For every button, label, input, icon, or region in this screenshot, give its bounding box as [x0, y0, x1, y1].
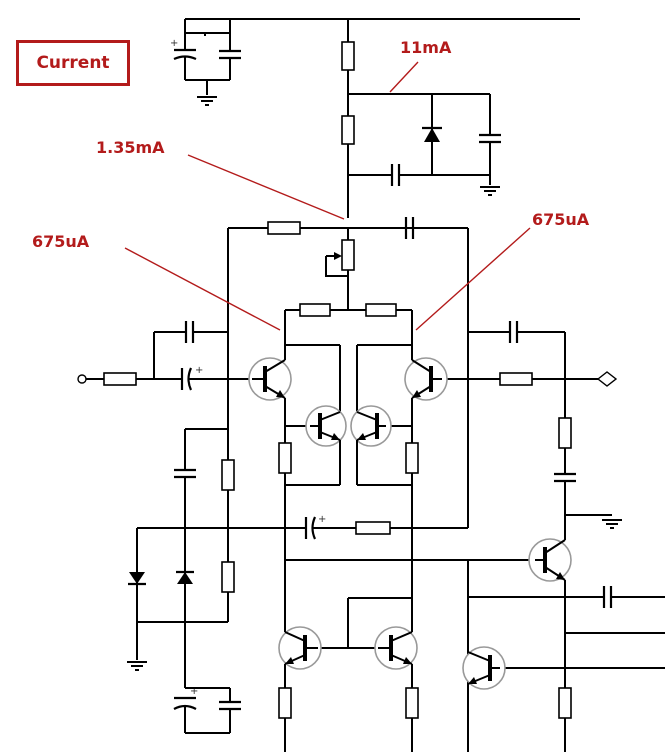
input-network: +	[77, 321, 252, 391]
ground-symbol	[196, 96, 218, 106]
driver-transistor	[528, 538, 572, 582]
supply-bypass-capacitors: +	[170, 33, 241, 106]
sink-resistor-left	[278, 687, 292, 719]
bias-resistor-1	[221, 459, 235, 491]
supply-resistor-2	[341, 115, 355, 145]
vbe-multiplier-transistor	[462, 646, 506, 690]
leader-supply-current	[389, 61, 419, 93]
emitter-resistor-left	[299, 303, 331, 317]
badge-label: Current	[36, 53, 110, 73]
mirror-transistor-right	[350, 405, 392, 447]
ground-symbol	[479, 186, 501, 196]
tail-current-label: 1.35mA	[96, 138, 165, 157]
collector-resistor-right	[405, 442, 419, 474]
supply-resistor-1	[341, 41, 355, 71]
bias-diode-2	[177, 572, 193, 584]
tail-trim-pot	[341, 239, 355, 271]
input-transistor-right	[404, 357, 448, 401]
current-badge: Current	[16, 40, 130, 86]
output-resistor	[499, 372, 533, 386]
current-sink-transistor-right	[374, 626, 418, 670]
supply-filter	[341, 41, 501, 196]
leader-left-pair-current	[124, 247, 281, 331]
right-pair-current-label: 675uA	[532, 210, 590, 229]
tail-network	[228, 217, 468, 360]
left-pair-current-label: 675uA	[32, 232, 90, 251]
current-sink-transistor-left	[278, 626, 322, 670]
feedback-network: +	[137, 514, 468, 540]
output-network	[442, 321, 623, 540]
input-terminal-icon	[77, 374, 87, 384]
svg-text:+: +	[318, 514, 326, 525]
mirror-transistor-left	[305, 405, 347, 447]
ground-symbol	[126, 661, 148, 671]
supply-current-label: 11mA	[400, 38, 452, 57]
feedback-resistor-top	[267, 221, 301, 235]
input-transistor-left	[248, 357, 292, 401]
svg-text:+: +	[170, 38, 178, 49]
driver-emitter-resistor	[558, 687, 572, 719]
zener-diode-symbol	[424, 128, 440, 142]
svg-text:+: +	[190, 686, 198, 697]
feedback-resistor-bottom	[355, 521, 391, 535]
leader-tail-current	[187, 154, 345, 220]
bias-network: +	[126, 428, 241, 734]
sink-resistor-right	[405, 687, 419, 719]
output-shunt-resistor	[558, 417, 572, 449]
supply-rail	[184, 18, 580, 218]
svg-text:+: +	[195, 365, 203, 376]
bias-resistor-2	[221, 561, 235, 593]
output-terminal-icon	[596, 371, 618, 387]
collector-resistor-left	[278, 442, 292, 474]
leader-right-pair-current	[415, 227, 531, 331]
emitter-resistor-right	[365, 303, 397, 317]
ground-symbol	[601, 519, 623, 529]
bias-diode-1	[129, 572, 145, 584]
input-resistor	[103, 372, 137, 386]
